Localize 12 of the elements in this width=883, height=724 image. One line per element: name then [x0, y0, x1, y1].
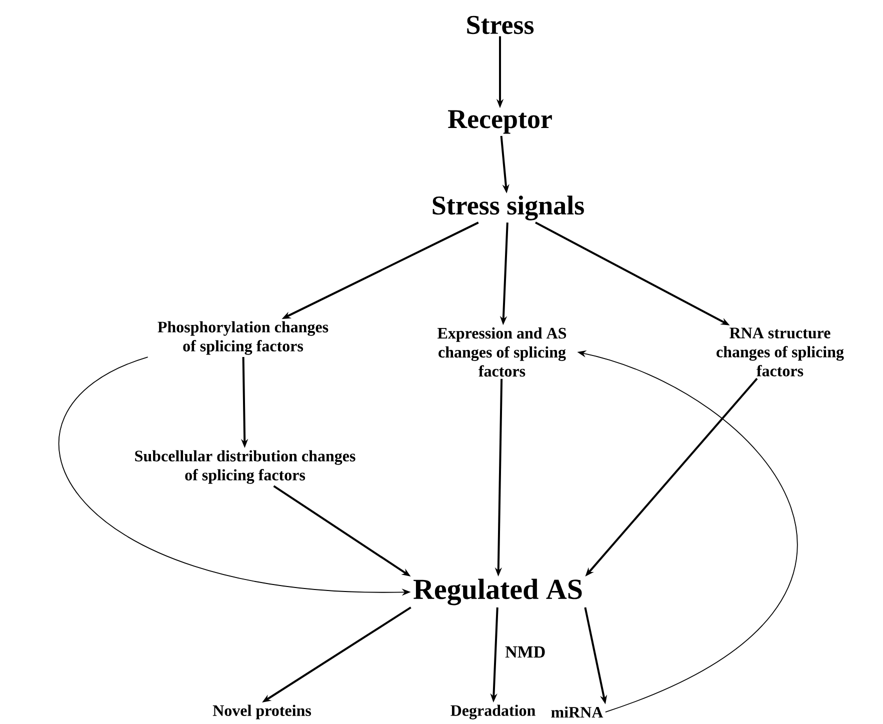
heading-text: Stress signals [432, 196, 584, 220]
heading-text: Receptor [448, 110, 552, 134]
node-text: RNA structure changes of splicing factors [716, 328, 844, 376]
edge-label: NMD [505, 646, 545, 658]
node-text: Subcellular distribution changes of splicing factors [135, 450, 356, 484]
heading-text: Stress [467, 16, 534, 34]
heading-text: Regulated AS [414, 578, 582, 606]
node-text: Degradation [450, 704, 536, 720]
node-text: miRNA [551, 706, 604, 718]
node-text: Novel proteins [212, 704, 312, 720]
node-text: Phosphorylation changes of splicing factors [158, 321, 328, 355]
node-text: Expression and AS changes of splicing factors [438, 327, 566, 377]
